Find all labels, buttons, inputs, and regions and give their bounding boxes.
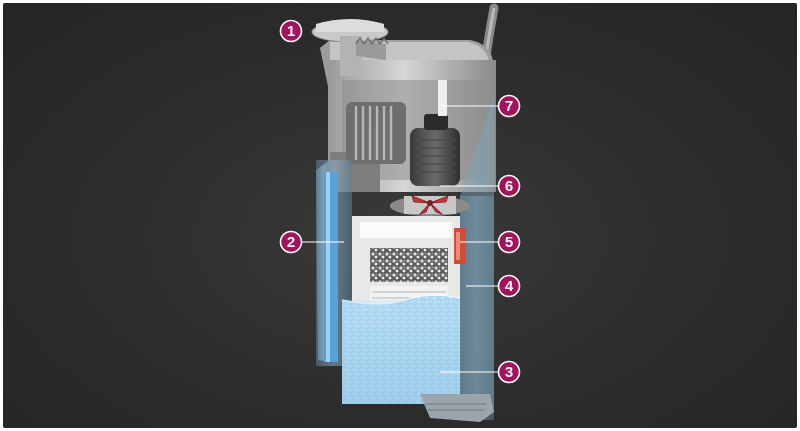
callout-3: 3	[497, 360, 521, 384]
svg-text:1: 1	[287, 23, 295, 40]
callout-1: 1	[279, 19, 303, 43]
filter-base	[420, 394, 494, 422]
callout-4: 4	[497, 274, 521, 298]
callout-6: 6	[497, 174, 521, 198]
motor-assembly	[346, 80, 460, 186]
callout-7: 7	[497, 94, 521, 118]
outlet-nozzle	[311, 19, 389, 76]
callout-5: 5	[497, 230, 521, 254]
filter-cutaway-diagram: 1 2 3 4 5 6 7	[279, 3, 521, 422]
svg-text:5: 5	[505, 234, 513, 251]
svg-text:4: 4	[505, 278, 514, 295]
svg-text:7: 7	[505, 98, 513, 115]
sponge-chamber	[341, 294, 461, 404]
impeller	[390, 195, 470, 216]
svg-text:2: 2	[287, 234, 295, 251]
svg-text:3: 3	[505, 364, 513, 381]
callout-2: 2	[279, 230, 303, 254]
heater-element	[454, 228, 466, 264]
svg-text:6: 6	[505, 178, 513, 195]
flow-channel	[324, 172, 338, 362]
leader-lines	[302, 105, 498, 373]
diagram-canvas: 1 2 3 4 5 6 7	[3, 3, 797, 428]
